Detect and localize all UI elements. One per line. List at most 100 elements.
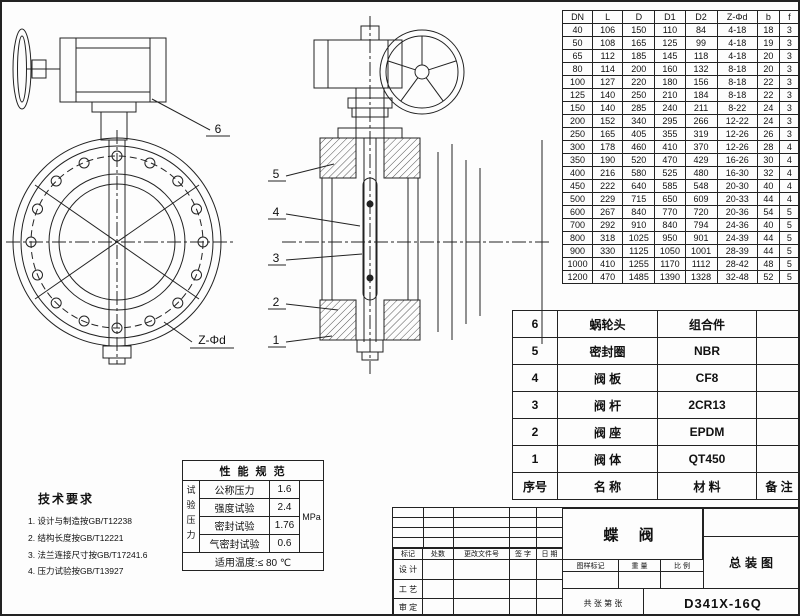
title-block: 标记 处数 更改文件号 签 字 日 期 设 计 工 艺 审 定 蝶 阀 图样标记… <box>392 507 798 614</box>
table-cell: 5 <box>778 257 798 271</box>
table-cell: 901 <box>684 231 718 245</box>
table-cell: 20 <box>756 62 780 76</box>
table-cell: 250 <box>622 88 656 102</box>
table-cell: 4 <box>512 364 558 392</box>
table-cell: 770 <box>654 205 686 219</box>
table-cell: 295 <box>654 114 686 128</box>
table-cell <box>756 445 798 473</box>
table-cell: 319 <box>684 127 718 141</box>
table-cell: 4 <box>778 140 798 154</box>
callout-2: 2 <box>273 295 280 309</box>
table-cell: 3 <box>512 391 558 419</box>
spec-label: 密封试验 <box>199 516 270 535</box>
table-cell: 3 <box>778 36 798 50</box>
spec-unit: MPa <box>298 480 325 553</box>
role-approve: 审 定 <box>393 598 423 614</box>
table-cell: 1255 <box>622 257 656 271</box>
col-header: D2 <box>684 10 718 24</box>
front-view <box>6 28 234 365</box>
table-cell: 118 <box>684 49 718 63</box>
table-cell: 48 <box>756 257 780 271</box>
spec-title: 性 能 规 范 <box>181 460 325 481</box>
table-cell: 1200 <box>561 270 594 284</box>
spec-value: 2.4 <box>269 498 300 517</box>
table-cell: 240 <box>654 101 686 115</box>
table-cell: 3 <box>778 88 798 102</box>
table-cell: 20 <box>756 49 780 63</box>
table-cell: 32-48 <box>716 270 758 284</box>
table-cell: 650 <box>654 192 686 206</box>
table-cell: EPDM <box>657 418 757 446</box>
table-cell: 145 <box>654 49 686 63</box>
table-cell: 1050 <box>654 244 686 258</box>
signature-cell <box>536 559 563 580</box>
table-cell: 阀 板 <box>557 364 658 392</box>
col-header: b <box>756 10 780 24</box>
table-cell: 1390 <box>654 270 686 284</box>
table-cell: 165 <box>622 36 656 50</box>
table-cell: 1025 <box>622 231 656 245</box>
table-cell: CF8 <box>657 364 757 392</box>
table-cell: 24 <box>756 101 780 115</box>
table-cell: 3 <box>778 114 798 128</box>
callout-3: 3 <box>273 251 280 265</box>
table-cell: 600 <box>561 205 594 219</box>
table-cell: 840 <box>622 205 656 219</box>
table-cell: 6 <box>512 310 558 338</box>
table-cell: 54 <box>756 205 780 219</box>
table-cell: 1112 <box>684 257 718 271</box>
table-cell: 216 <box>592 166 624 180</box>
tech-requirement-item: 1. 设计与制造按GB/T12238 <box>28 516 132 527</box>
table-cell: 140 <box>592 88 624 102</box>
table-cell: 28-42 <box>716 257 758 271</box>
table-cell: 30 <box>756 153 780 167</box>
spec-label: 强度试验 <box>199 498 270 517</box>
spec-label: 公称压力 <box>199 480 270 499</box>
table-cell: 22 <box>756 88 780 102</box>
signature-cell <box>453 598 510 614</box>
grid-line <box>453 508 454 548</box>
signature-cell <box>536 598 563 614</box>
dimension-header-row: DN L D D1 D2 Z-Φd b f <box>561 10 798 24</box>
table-cell: 5 <box>778 218 798 232</box>
table-cell: 2CR13 <box>657 391 757 419</box>
technical-requirements: 技术要求 1. 设计与制造按GB/T12238 2. 结构长度按GB/T1222… <box>28 488 180 580</box>
table-cell: 8-18 <box>716 62 758 76</box>
table-cell: 300 <box>561 140 594 154</box>
table-cell: 65 <box>561 49 594 63</box>
table-cell: 40 <box>561 23 594 37</box>
spec-value: 0.6 <box>269 534 300 553</box>
table-cell: 28 <box>756 140 780 154</box>
bom-header-row: 序号 名 称 材 料 备 注 <box>512 472 798 500</box>
spec-temp-row: 适用温度:≤ 80 ℃ <box>181 552 325 571</box>
table-cell: 370 <box>684 140 718 154</box>
table-cell <box>756 418 798 446</box>
signature-cell <box>453 579 510 599</box>
table-cell: 5 <box>778 205 798 219</box>
signature-cell <box>509 598 537 614</box>
bom-header-material: 材 料 <box>657 472 757 500</box>
table-cell: 3 <box>778 23 798 37</box>
col-header: DN <box>561 10 594 24</box>
table-cell: 16-30 <box>716 166 758 180</box>
model-number: D341X-16Q <box>643 588 798 614</box>
col-header: D <box>622 10 656 24</box>
table-cell: 152 <box>592 114 624 128</box>
drawing-type: 总装图 <box>703 536 798 589</box>
grid-line <box>423 508 424 548</box>
role-process: 工 艺 <box>393 579 423 599</box>
table-cell: 1000 <box>561 257 594 271</box>
table-cell: 720 <box>684 205 718 219</box>
table-cell: 4-18 <box>716 36 758 50</box>
table-cell: 12-26 <box>716 140 758 154</box>
table-cell: NBR <box>657 337 757 365</box>
